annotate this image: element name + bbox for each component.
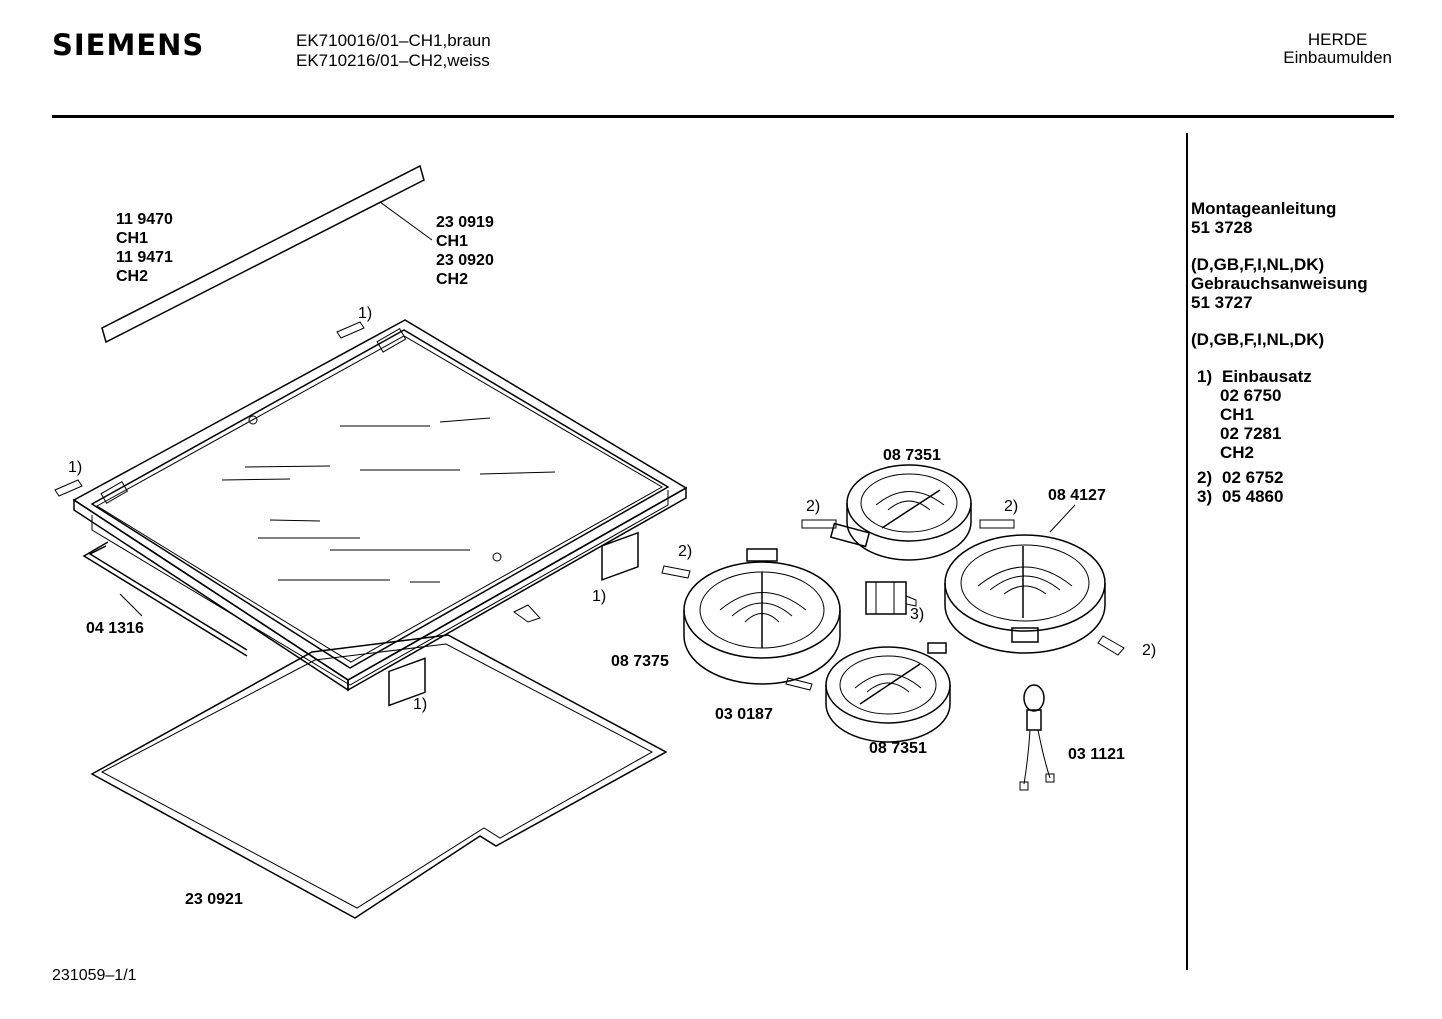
part-label: 08 7375 [611, 653, 669, 670]
sidebar-notes: Montageanleitung 51 3728 (D,GB,F,I,NL,DK… [1191, 199, 1368, 506]
montage-langs: (D,GB,F,I,NL,DK) [1191, 255, 1325, 274]
part-label: CH2 [116, 268, 148, 285]
note-label: 3) [910, 606, 924, 623]
bottom-seal [90, 634, 668, 919]
note-1-num: 1) [1197, 367, 1213, 386]
clamp [661, 519, 1125, 691]
montage-number: 51 3728 [1191, 218, 1253, 237]
brand-logo: SIEMENS [52, 28, 205, 62]
part-label: 08 7351 [869, 740, 927, 757]
heating-element-bottom [825, 642, 951, 743]
note-2-num: 2) [1197, 468, 1213, 487]
part-label: 23 0920 [436, 252, 494, 269]
note-3-text: 05 4860 [1222, 487, 1284, 506]
indicator-lamp [1019, 684, 1055, 791]
category: HERDE Einbaumulden [1283, 31, 1392, 67]
note-3: 3) 05 4860 [1191, 487, 1368, 506]
model-line-1: EK710016/01–CH1,braun [296, 31, 491, 50]
note-3-num: 3) [1197, 487, 1213, 506]
part-label: CH1 [116, 230, 148, 247]
gebrauch-langs: (D,GB,F,I,NL,DK) [1191, 330, 1325, 349]
part-label: 03 1121 [1068, 746, 1125, 763]
mounting-clip [54, 321, 365, 497]
part-label: 11 9471 [116, 249, 173, 266]
part-label: 08 4127 [1048, 487, 1106, 504]
einbausatz-line: CH1 [1220, 405, 1255, 424]
heating-element-top [829, 464, 972, 561]
gebrauch-number: 51 3727 [1191, 293, 1253, 312]
part-label: 11 9470 [116, 211, 173, 228]
model-numbers: EK710016/01–CH1,braun EK710216/01–CH2,we… [296, 31, 491, 71]
exploded-parts-diagram: 11 9470 CH1 11 9471 CH2 23 0919 CH1 23 0… [54, 164, 1156, 919]
note-1: 1) Einbausatz [1191, 367, 1368, 386]
part-label: CH2 [436, 271, 468, 288]
part-label: 23 0921 [185, 891, 243, 908]
note-1-text: Einbausatz [1222, 367, 1312, 386]
einbausatz-line: CH2 [1220, 443, 1255, 462]
cooktop-frame [72, 319, 688, 692]
note-label: 1) [68, 459, 82, 476]
sidebar-divider [1186, 133, 1188, 970]
note-label: 2) [1004, 498, 1018, 515]
model-line-2: EK710216/01–CH2,weiss [296, 51, 490, 70]
part-label: 04 1316 [86, 620, 144, 637]
heating-element-large [683, 548, 841, 685]
mounting-bracket [388, 531, 639, 707]
trim-strip [101, 164, 433, 344]
part-label: CH1 [436, 233, 468, 250]
heating-element-right [944, 504, 1106, 654]
montage-title: Montageanleitung [1191, 199, 1337, 218]
header-rule [52, 115, 1394, 118]
part-label: 03 0187 [715, 706, 773, 723]
drawing-number: 231059–1/1 [52, 967, 137, 984]
category-line-2: Einbaumulden [1283, 48, 1392, 67]
switch-block [865, 581, 917, 615]
einbausatz-line: 02 6750 [1220, 386, 1282, 405]
note-label: 2) [806, 498, 820, 515]
part-label: 23 0919 [436, 214, 494, 231]
note-label: 1) [592, 588, 606, 605]
note-label: 2) [1142, 642, 1156, 659]
gasket [82, 541, 248, 657]
note-2-text: 02 6752 [1222, 468, 1284, 487]
note-label: 1) [358, 305, 372, 322]
note-label: 1) [413, 696, 427, 713]
gebrauch-title: Gebrauchsanweisung [1191, 274, 1368, 293]
note-2: 2) 02 6752 [1191, 468, 1368, 487]
category-line-1: HERDE [1307, 30, 1368, 49]
einbausatz-line: 02 7281 [1220, 424, 1282, 443]
part-label: 08 7351 [883, 447, 941, 464]
note-label: 2) [678, 543, 692, 560]
